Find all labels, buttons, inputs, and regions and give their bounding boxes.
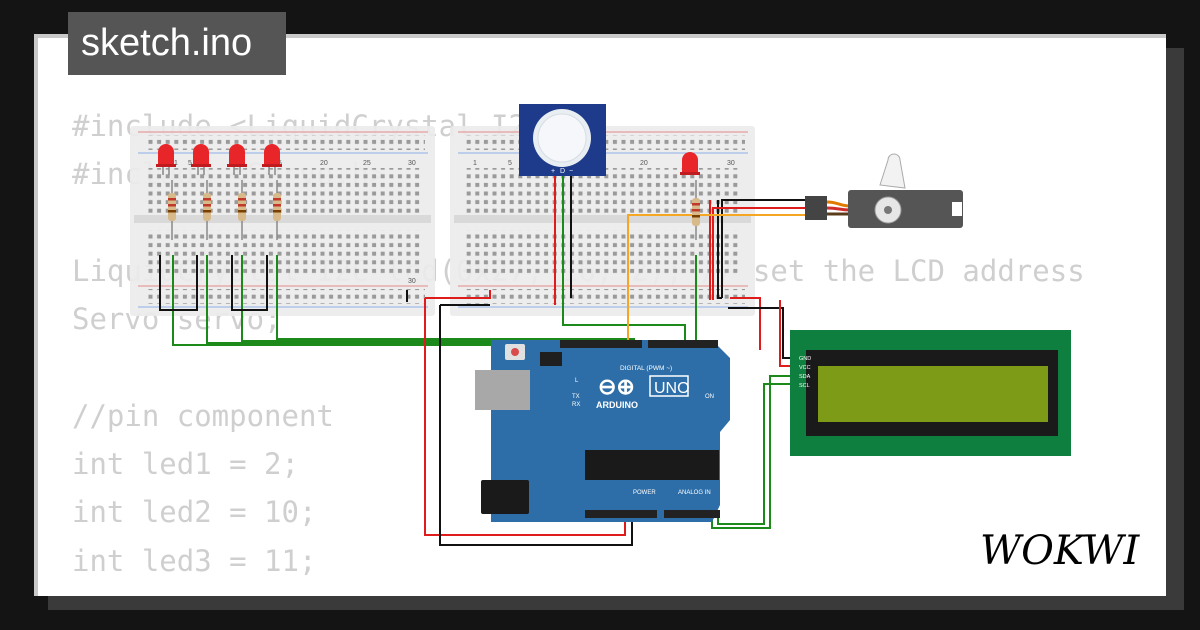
pir-pin-label: −	[569, 168, 573, 175]
bb2-col-label: 1	[473, 160, 477, 167]
wires[interactable]	[159, 170, 805, 546]
breadboard-left[interactable]: 1 5 10 15 20 25 30 30	[130, 126, 435, 316]
frame-shadow-bottom	[48, 596, 1184, 610]
led-red-1[interactable]	[156, 144, 176, 175]
board-model: UNO	[654, 380, 690, 397]
led-red-3[interactable]	[227, 144, 247, 175]
svg-text:TX: TX	[572, 394, 580, 400]
pir-pin-label: +	[551, 168, 555, 175]
wokwi-logo: WOKWI	[980, 528, 1140, 574]
file-tab[interactable]: sketch.ino	[68, 12, 286, 75]
resistor-3[interactable]	[238, 180, 246, 240]
frame-shadow-right	[1166, 48, 1184, 608]
board-brand: ARDUINO	[596, 400, 638, 410]
lcd-16x2-display[interactable]: GND VCC SDA SCL	[790, 330, 1071, 456]
code-line: //pin component	[72, 398, 334, 433]
bb1-col-label: 5	[188, 160, 192, 167]
bb2-col-label: 5	[508, 160, 512, 167]
led-red-2[interactable]	[191, 144, 211, 175]
led-red-4[interactable]	[262, 144, 282, 175]
bb1-col-label: 1	[174, 160, 178, 167]
lcd-pin-label: SCL	[799, 383, 810, 389]
bb2-col-label: 30	[727, 160, 735, 167]
resistor-1[interactable]	[168, 180, 176, 240]
pir-motion-sensor[interactable]: + D −	[519, 104, 606, 176]
resistor-5[interactable]	[692, 180, 700, 240]
lcd-pin-label: SDA	[799, 374, 811, 380]
svg-text:L: L	[575, 378, 579, 384]
bb1-col-label: 30	[408, 160, 416, 167]
arduino-logo-icon: ⊖⊕	[598, 374, 635, 399]
wokwi-logo-text: WOKWI	[980, 528, 1140, 574]
code-line: int led1 = 2;	[72, 447, 299, 482]
resistor-2[interactable]	[203, 180, 211, 240]
lcd-pin-label: VCC	[799, 365, 811, 371]
svg-text:POWER: POWER	[633, 490, 656, 496]
bb1-col-label: 25	[363, 160, 371, 167]
led-red-5[interactable]	[680, 152, 700, 175]
code-line: int led2 = 10;	[72, 495, 317, 530]
bb1-col-label: 20	[320, 160, 328, 167]
bb1-col-label: 30	[408, 278, 416, 285]
servo-motor[interactable]	[805, 153, 963, 228]
arduino-uno-board[interactable]: DIGITAL (PWM ~) ⊖⊕ UNO ARDUINO L TX RX O…	[475, 340, 730, 522]
code-line: int led4 = 12;	[72, 585, 1085, 596]
svg-text:ANALOG IN: ANALOG IN	[678, 490, 711, 496]
svg-text:RX: RX	[572, 402, 580, 408]
code-line: int led3 = 11;	[72, 543, 317, 578]
bb2-col-label: 20	[640, 160, 648, 167]
pir-pin-label: D	[560, 168, 565, 175]
digital-pins-label: DIGITAL (PWM ~)	[620, 365, 672, 372]
lcd-pin-label: GND	[799, 356, 811, 362]
resistor-4[interactable]	[273, 180, 281, 240]
svg-text:ON: ON	[705, 394, 714, 400]
